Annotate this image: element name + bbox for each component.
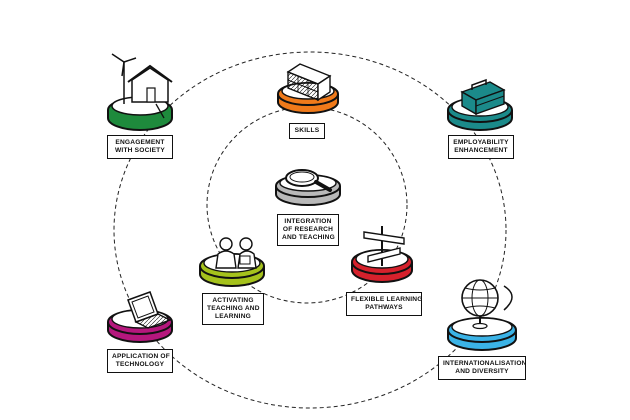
outer-dashed-ring <box>113 51 507 409</box>
label-technology-line-1: APPLICATION OF <box>112 353 170 360</box>
label-employability-line-2: ENHANCEMENT <box>454 147 508 154</box>
label-integration-line-1: INTEGRATION <box>284 218 332 225</box>
label-integration-line-3: AND TEACHING <box>282 234 335 241</box>
label-activating-line-3: LEARNING <box>214 313 252 320</box>
building-blocks-icon <box>286 63 332 102</box>
label-engagement-line-1: ENGAGEMENT <box>115 139 165 146</box>
label-skills: SKILLS <box>289 123 325 139</box>
label-activating-line-2: TEACHING AND <box>207 305 260 312</box>
signpost-icon <box>363 226 405 266</box>
label-engagement-line-2: WITH SOCIETY <box>114 147 166 154</box>
node-technology <box>107 291 173 343</box>
globe-icon <box>461 279 513 330</box>
label-flexible-line-1: FLEXIBLE LEARNING <box>351 296 423 303</box>
label-internationalisation-line-2: AND DIVERSITY <box>455 368 509 375</box>
house-wind-turbine-icon <box>111 53 173 119</box>
node-integration <box>275 169 341 206</box>
label-employability-line-1: EMPLOYABILITY <box>453 139 509 146</box>
label-activating: ACTIVATING TEACHING AND LEARNING <box>202 293 264 325</box>
label-activating-line-1: ACTIVATING <box>212 297 254 304</box>
node-flexible <box>351 226 413 283</box>
laptop-icon <box>127 291 172 329</box>
label-skills-line-1: SKILLS <box>294 127 320 134</box>
label-flexible-line-2: PATHWAYS <box>365 304 403 311</box>
people-icon <box>215 237 257 269</box>
node-employability <box>447 78 513 131</box>
label-employability: EMPLOYABILITY ENHANCEMENT <box>448 135 514 159</box>
label-engagement: ENGAGEMENT WITH SOCIETY <box>107 135 173 159</box>
label-technology-line-2: TECHNOLOGY <box>115 361 165 368</box>
label-integration: INTEGRATION OF RESEARCH AND TEACHING <box>277 214 339 246</box>
briefcase-icon <box>460 78 506 116</box>
node-internationalisation <box>447 279 517 351</box>
label-technology: APPLICATION OF TECHNOLOGY <box>107 349 173 373</box>
label-internationalisation: INTERNATIONALISATION AND DIVERSITY <box>438 356 526 380</box>
label-integration-line-2: OF RESEARCH <box>282 226 334 233</box>
magnifier-icon <box>285 169 332 192</box>
label-flexible: FLEXIBLE LEARNING PATHWAYS <box>346 292 422 316</box>
label-internationalisation-line-1: INTERNATIONALISATION <box>443 360 527 367</box>
node-skills <box>277 63 339 114</box>
node-activating <box>199 237 265 287</box>
node-engagement <box>107 53 173 131</box>
